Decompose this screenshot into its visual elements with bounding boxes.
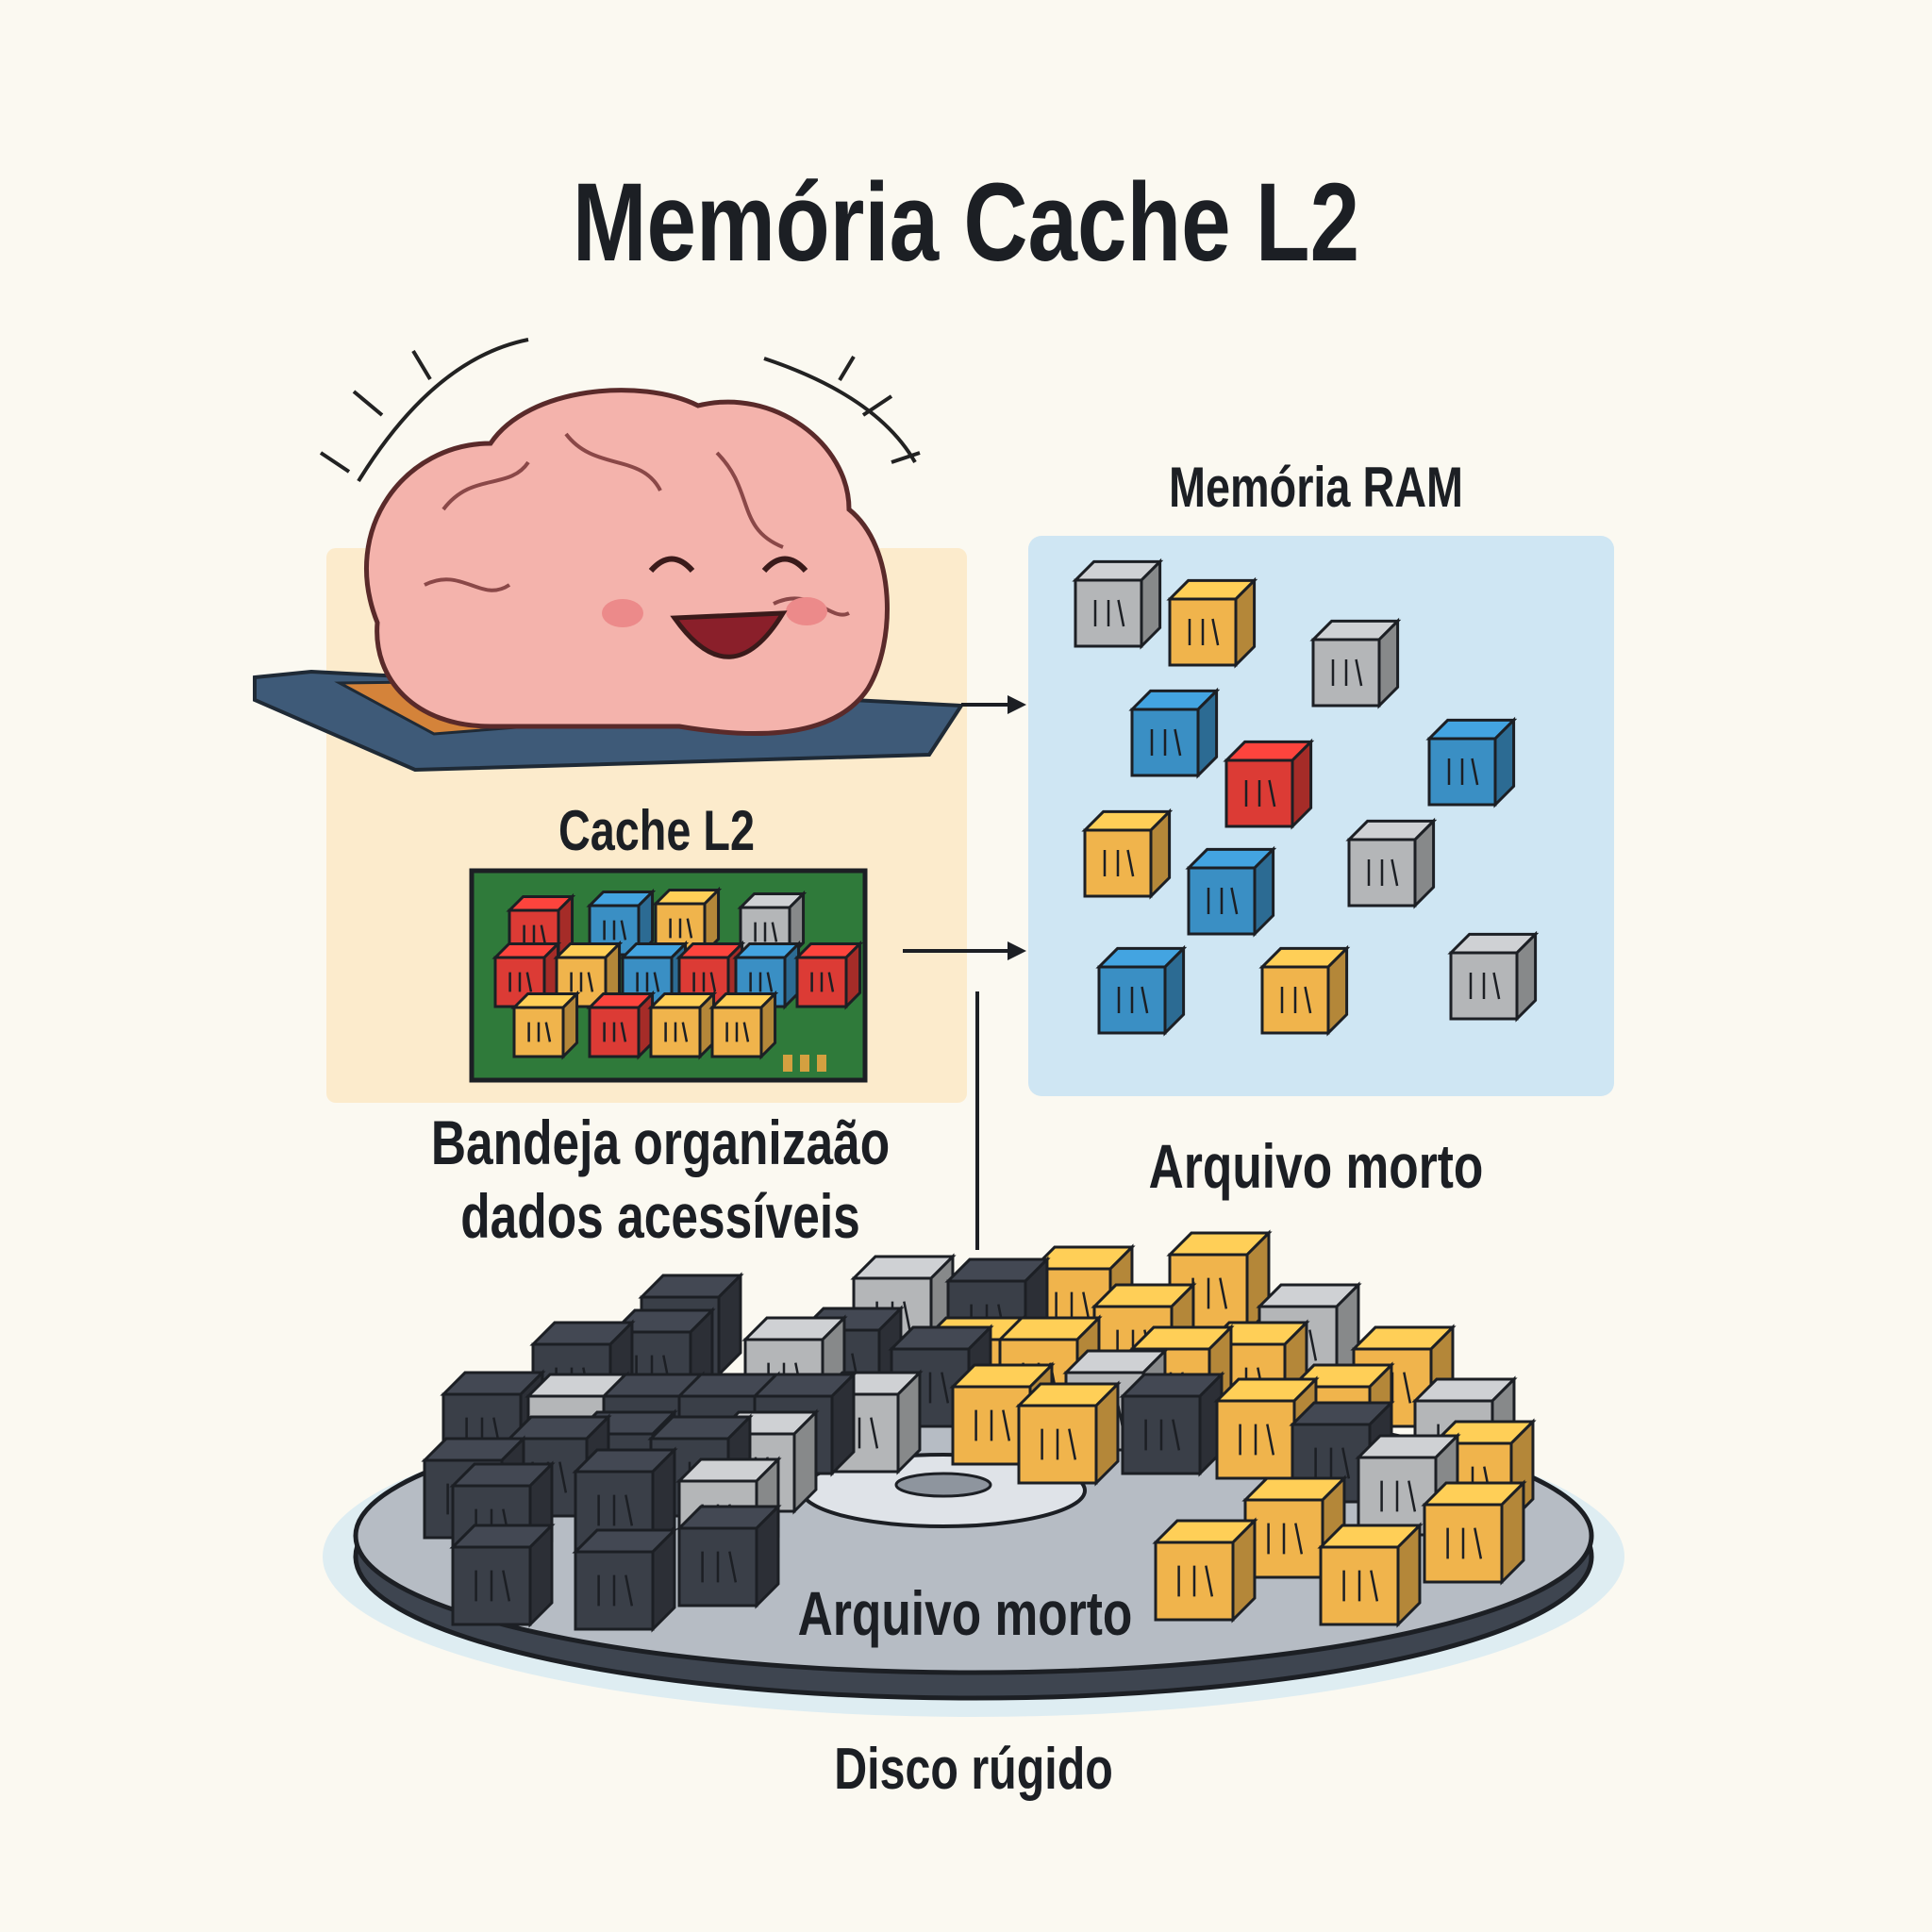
data-block — [793, 940, 864, 1010]
data-block — [1421, 1479, 1527, 1586]
data-block — [1185, 845, 1277, 938]
data-block — [1258, 944, 1351, 1037]
data-block — [1166, 1229, 1273, 1336]
data-block — [1317, 1522, 1424, 1628]
arrow-to-ram-bottom — [903, 941, 1026, 960]
data-block — [1223, 738, 1315, 830]
arrow-to-ram-top — [961, 695, 1026, 714]
data-block — [1425, 716, 1518, 808]
data-block — [586, 990, 657, 1060]
data-block — [1152, 1517, 1258, 1624]
hard-disk-label: Disco rúgido — [834, 1737, 1113, 1802]
cache-label: Cache L2 — [558, 799, 756, 862]
data-block — [652, 886, 723, 957]
data-block — [1015, 1380, 1122, 1487]
data-block — [449, 1522, 556, 1628]
page-title: Memória Cache L2 — [572, 160, 1360, 285]
brain-icon — [319, 338, 921, 737]
data-block — [1119, 1371, 1225, 1477]
data-block — [572, 1526, 678, 1633]
data-block — [708, 990, 779, 1060]
archive-label-right: Arquivo morto — [1148, 1131, 1484, 1201]
data-block — [675, 1503, 782, 1609]
data-block — [1072, 558, 1164, 650]
data-block — [1081, 808, 1174, 900]
data-block — [1447, 930, 1540, 1023]
data-block — [647, 990, 718, 1060]
data-block — [1095, 944, 1188, 1037]
data-block — [510, 990, 581, 1060]
cache-description-line1: Bandeja organizaão — [430, 1108, 891, 1177]
cache-description-line2: dados acessíveis — [460, 1181, 860, 1251]
data-block — [1128, 687, 1221, 779]
cache-description: Bandeja organizaão dados acessíveis — [391, 1106, 928, 1253]
data-block — [1166, 576, 1258, 669]
ram-label: Memória RAM — [1169, 456, 1464, 519]
data-block — [1345, 817, 1438, 909]
archive-label-disk: Arquivo morto — [797, 1578, 1133, 1648]
data-block — [1309, 617, 1402, 709]
